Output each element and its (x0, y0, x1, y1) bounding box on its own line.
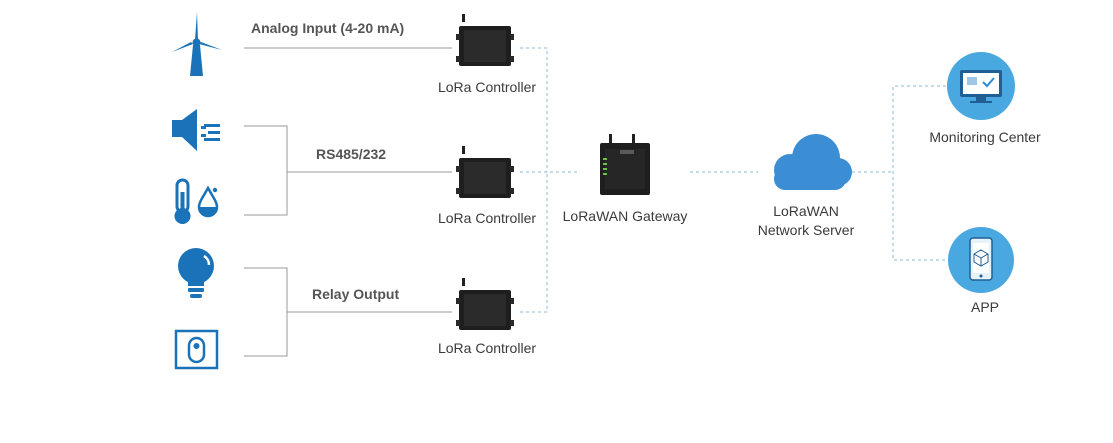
speaker-icon (172, 109, 220, 151)
lora-controller-2-device (456, 146, 514, 198)
lora-controller-3-label: LoRa Controller (437, 340, 537, 356)
app-label: APP (970, 299, 1000, 315)
smartphone-icon (948, 227, 1014, 293)
network-server-label-line1: LoRaWAN (773, 203, 839, 219)
wind-turbine-icon (172, 12, 222, 76)
lora-controller-2-label: LoRa Controller (437, 210, 537, 226)
wireless-links (520, 47, 946, 313)
wall-switch-icon (174, 329, 219, 370)
relay-bracket (244, 267, 288, 357)
lora-controller-3-device (456, 278, 514, 330)
gateway-device-icon (600, 134, 650, 195)
monitor-icon (947, 52, 1015, 120)
cloud-icon (774, 134, 852, 190)
analog-input-label: Analog Input (4-20 mA) (251, 20, 405, 36)
lora-controller-1-device (456, 14, 514, 66)
thermometer-humidity-icon (174, 178, 219, 224)
rs485-label: RS485/232 (316, 146, 387, 162)
light-bulb-icon (178, 248, 214, 298)
network-server-label-line2: Network Server (757, 222, 855, 238)
lora-controller-1-label: LoRa Controller (437, 79, 537, 95)
relay-output-label: Relay Output (312, 286, 400, 302)
ctrl1-link (520, 47, 548, 172)
sensor-lines (244, 47, 452, 357)
rs485-bracket (244, 125, 288, 216)
hub-branches (892, 85, 946, 261)
monitoring-center-label: Monitoring Center (929, 129, 1041, 145)
ctrl3-link (520, 172, 548, 313)
gateway-label: LoRaWAN Gateway (562, 208, 688, 224)
